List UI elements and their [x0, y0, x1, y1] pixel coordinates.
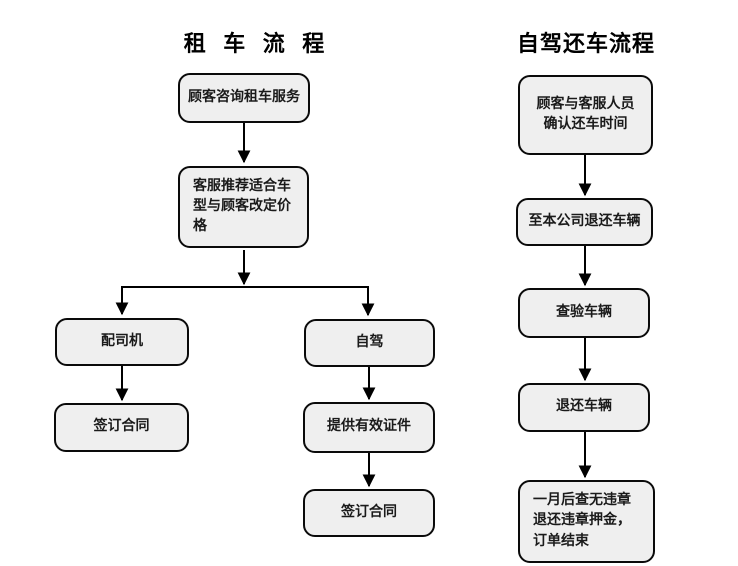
- node-self-drive: 自驾: [304, 319, 435, 367]
- node-with-driver: 配司机: [55, 318, 189, 366]
- right-flow-title: 自驾还车流程: [516, 31, 655, 56]
- node-recommend-model-price: 客服推荐适合车 型与顾客改定价 格: [178, 166, 309, 248]
- node-customer-inquiry: 顾客咨询租车服务: [178, 73, 310, 123]
- node-provide-valid-documents: 提供有效证件: [303, 402, 435, 453]
- node-sign-contract-driver: 签订合同: [54, 403, 189, 452]
- left-flow-title: 租 车 流 程: [183, 31, 331, 56]
- node-return-to-company: 至本公司退还车辆: [516, 198, 653, 246]
- node-confirm-return-time: 顾客与客服人员 确认还车时间: [518, 75, 653, 155]
- node-sign-contract-selfdrive: 签订合同: [303, 489, 435, 537]
- node-inspect-vehicle: 查验车辆: [518, 288, 650, 338]
- node-return-vehicle: 退还车辆: [518, 383, 650, 432]
- node-refund-deposit-order-end: 一月后查无违章 退还违章押金， 订单结束: [518, 480, 655, 563]
